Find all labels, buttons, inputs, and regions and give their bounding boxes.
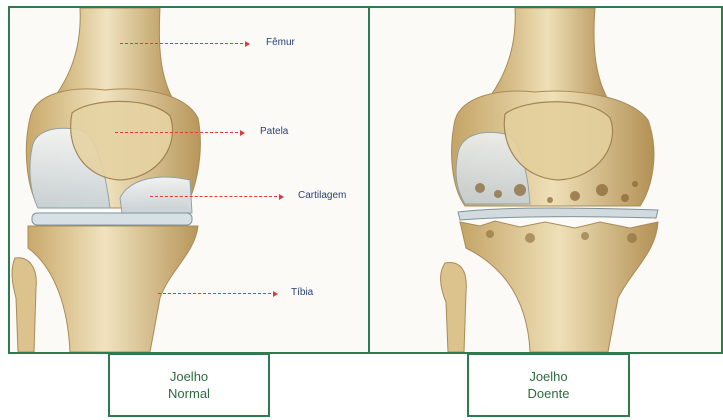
- cartilagem-label: Cartilagem: [298, 190, 346, 201]
- cartilagem-pointer-arrow: [150, 196, 282, 197]
- normal-knee-panel: Fêmur Patela Cartilagem Tíbia: [8, 6, 370, 354]
- femur-pointer-arrow: [120, 43, 248, 44]
- normal-knee-caption: Joelho Normal: [108, 353, 270, 417]
- narrowed-joint-space: [458, 208, 658, 220]
- patela-pointer-arrow: [115, 132, 243, 133]
- diseased-knee-caption: Joelho Doente: [467, 353, 630, 417]
- normal-knee-illustration: [10, 8, 368, 352]
- diseased-knee-panel: [368, 6, 723, 354]
- patela-label: Patela: [260, 126, 288, 137]
- normal-caption-line2: Normal: [168, 385, 210, 402]
- tibia-label: Tíbia: [291, 287, 313, 298]
- doente-caption-line1: Joelho: [528, 368, 570, 385]
- femur-label: Fêmur: [266, 37, 295, 48]
- femur-bone: [50, 8, 175, 103]
- tibia-pointer-arrow: [158, 293, 276, 294]
- doente-caption-line2: Doente: [528, 385, 570, 402]
- diseased-knee-illustration: [370, 8, 721, 352]
- femur-bone-diseased: [485, 8, 610, 103]
- fibula-bone-diseased: [441, 262, 467, 352]
- normal-caption-line1: Joelho: [168, 368, 210, 385]
- tibial-cartilage: [32, 213, 192, 225]
- fibula-bone: [12, 258, 36, 352]
- tibia-bone: [28, 226, 198, 352]
